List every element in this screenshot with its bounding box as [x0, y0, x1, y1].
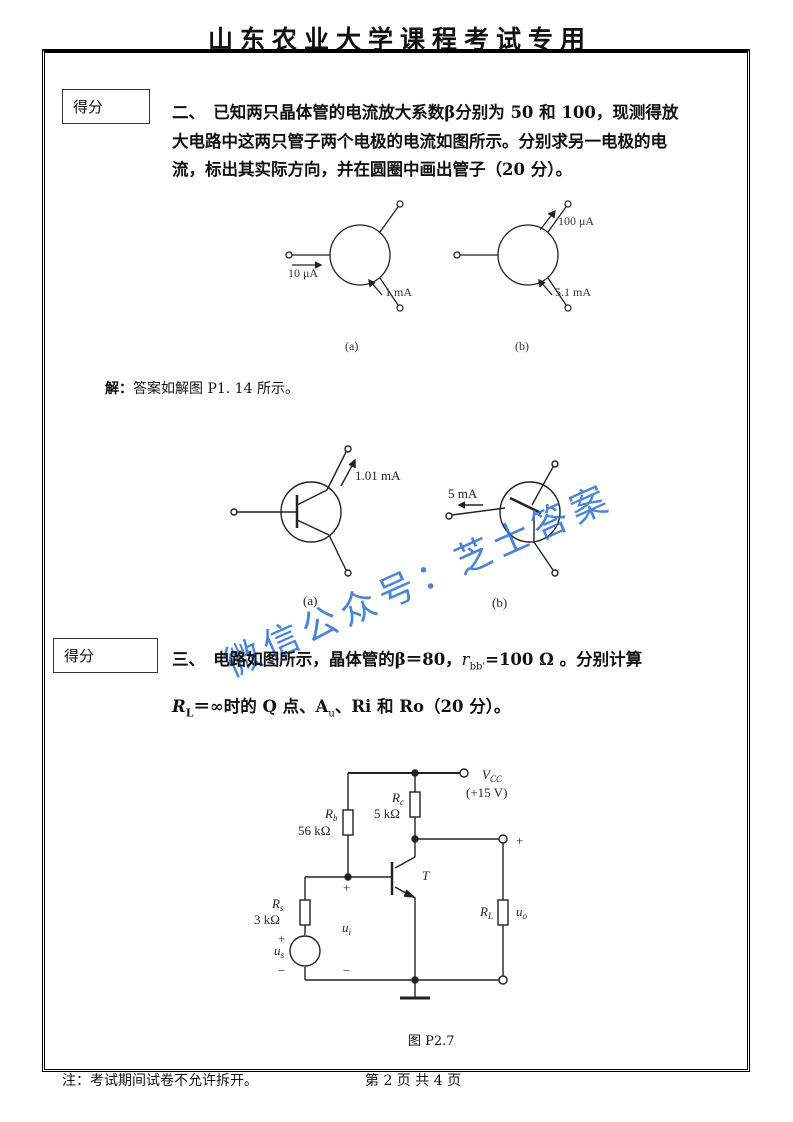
transistor-circle-a — [329, 224, 391, 286]
transistor-label: T — [422, 868, 430, 883]
q3-text: R — [172, 697, 186, 716]
current-label: 100 μA — [558, 214, 594, 228]
rl-label: RL — [479, 904, 493, 921]
rb-value: 56 kΩ — [298, 823, 330, 838]
figure-label: (a) — [345, 339, 358, 353]
solution-figure: 1.01 mA 5 mA (a) (b) — [230, 445, 561, 610]
rc-label: Rc — [391, 790, 404, 807]
q2-line: 流，标出其实际方向，并在圆圈中画出管子（20 分）。 — [172, 160, 572, 179]
q3-text: L — [185, 706, 194, 720]
q3-text: 、Ri 和 Ro（20 分）。 — [334, 697, 511, 716]
page-number: 第 2 页 共 4 页 — [365, 1073, 462, 1089]
page-frame — [42, 49, 750, 1072]
q2-line: 二、 已知两只晶体管的电流放大系数β分别为 50 和 100，现测得放 — [172, 103, 679, 122]
us-label: us — [274, 943, 285, 960]
solution-current-b: 5 mA — [448, 486, 478, 501]
answer-text: 解：答案如解图 P1. 14 所示。 — [105, 378, 299, 398]
solution-current-a: 1.01 mA — [355, 468, 401, 483]
figure-label: (b) — [492, 595, 507, 610]
score-box-q2: 得分 — [62, 89, 150, 124]
ui-label: ui — [342, 920, 352, 937]
vcc-label: VCC — [482, 767, 503, 784]
source-minus: − — [278, 963, 285, 978]
score-box-q3: 得分 — [53, 638, 158, 673]
q3-text: r — [461, 650, 470, 669]
circuit-diagram: VCC (+15 V) Rb 56 kΩ Rc 5 kΩ Rs 3 kΩ us … — [254, 767, 528, 1000]
answer-prefix: 解： — [105, 381, 133, 397]
figure-label: (b) — [515, 339, 529, 353]
q3-text: u — [328, 708, 335, 720]
rc-value: 5 kΩ — [374, 806, 400, 821]
q3-text: ＝∞时的 Q 点、A — [193, 697, 329, 716]
current-label: 5.1 mA — [555, 285, 591, 299]
q3-text: bb' — [469, 661, 486, 673]
uo-label: uo — [516, 904, 528, 921]
q3-text: =100 Ω 。分别计算 — [485, 650, 643, 669]
current-label: 10 μA — [288, 266, 318, 280]
q3-text: 三、 电路如图所示，晶体管的β＝80， — [172, 650, 462, 669]
vcc-value: (+15 V) — [466, 785, 507, 800]
figure-caption: 图 P2.7 — [408, 1034, 455, 1049]
q2-line: 大电路中这两只管子两个电极的电流如图所示。分别求另一电极的电 — [172, 131, 667, 151]
input-plus: + — [343, 880, 350, 895]
answer-body: 答案如解图 P1. 14 所示。 — [133, 381, 299, 397]
input-minus: − — [343, 963, 350, 978]
output-plus: + — [516, 833, 523, 848]
rs-label: Rs — [271, 896, 284, 913]
rs-value: 3 kΩ — [254, 912, 280, 927]
figure-label: (a) — [303, 593, 317, 608]
question-3-line-2: RL＝∞时的 Q 点、Au、Ri 和 Ro（20 分）。 — [172, 693, 732, 729]
footer-note: 注：考试期间试卷不允许拆开。 — [62, 1073, 258, 1089]
question-2-text: 二、 已知两只晶体管的电流放大系数β分别为 50 和 100，现测得放 大电路中… — [172, 99, 732, 185]
question-2-figure: 10 μA 1 mA 100 μA 5.1 mA (a) (b) — [285, 200, 594, 353]
rb-label: Rb — [324, 806, 338, 823]
current-label: 1 mA — [385, 285, 412, 299]
question-3-line-1: 三、 电路如图所示，晶体管的β＝80，rbb'=100 Ω 。分别计算 — [172, 646, 732, 682]
source-plus: + — [278, 931, 285, 946]
